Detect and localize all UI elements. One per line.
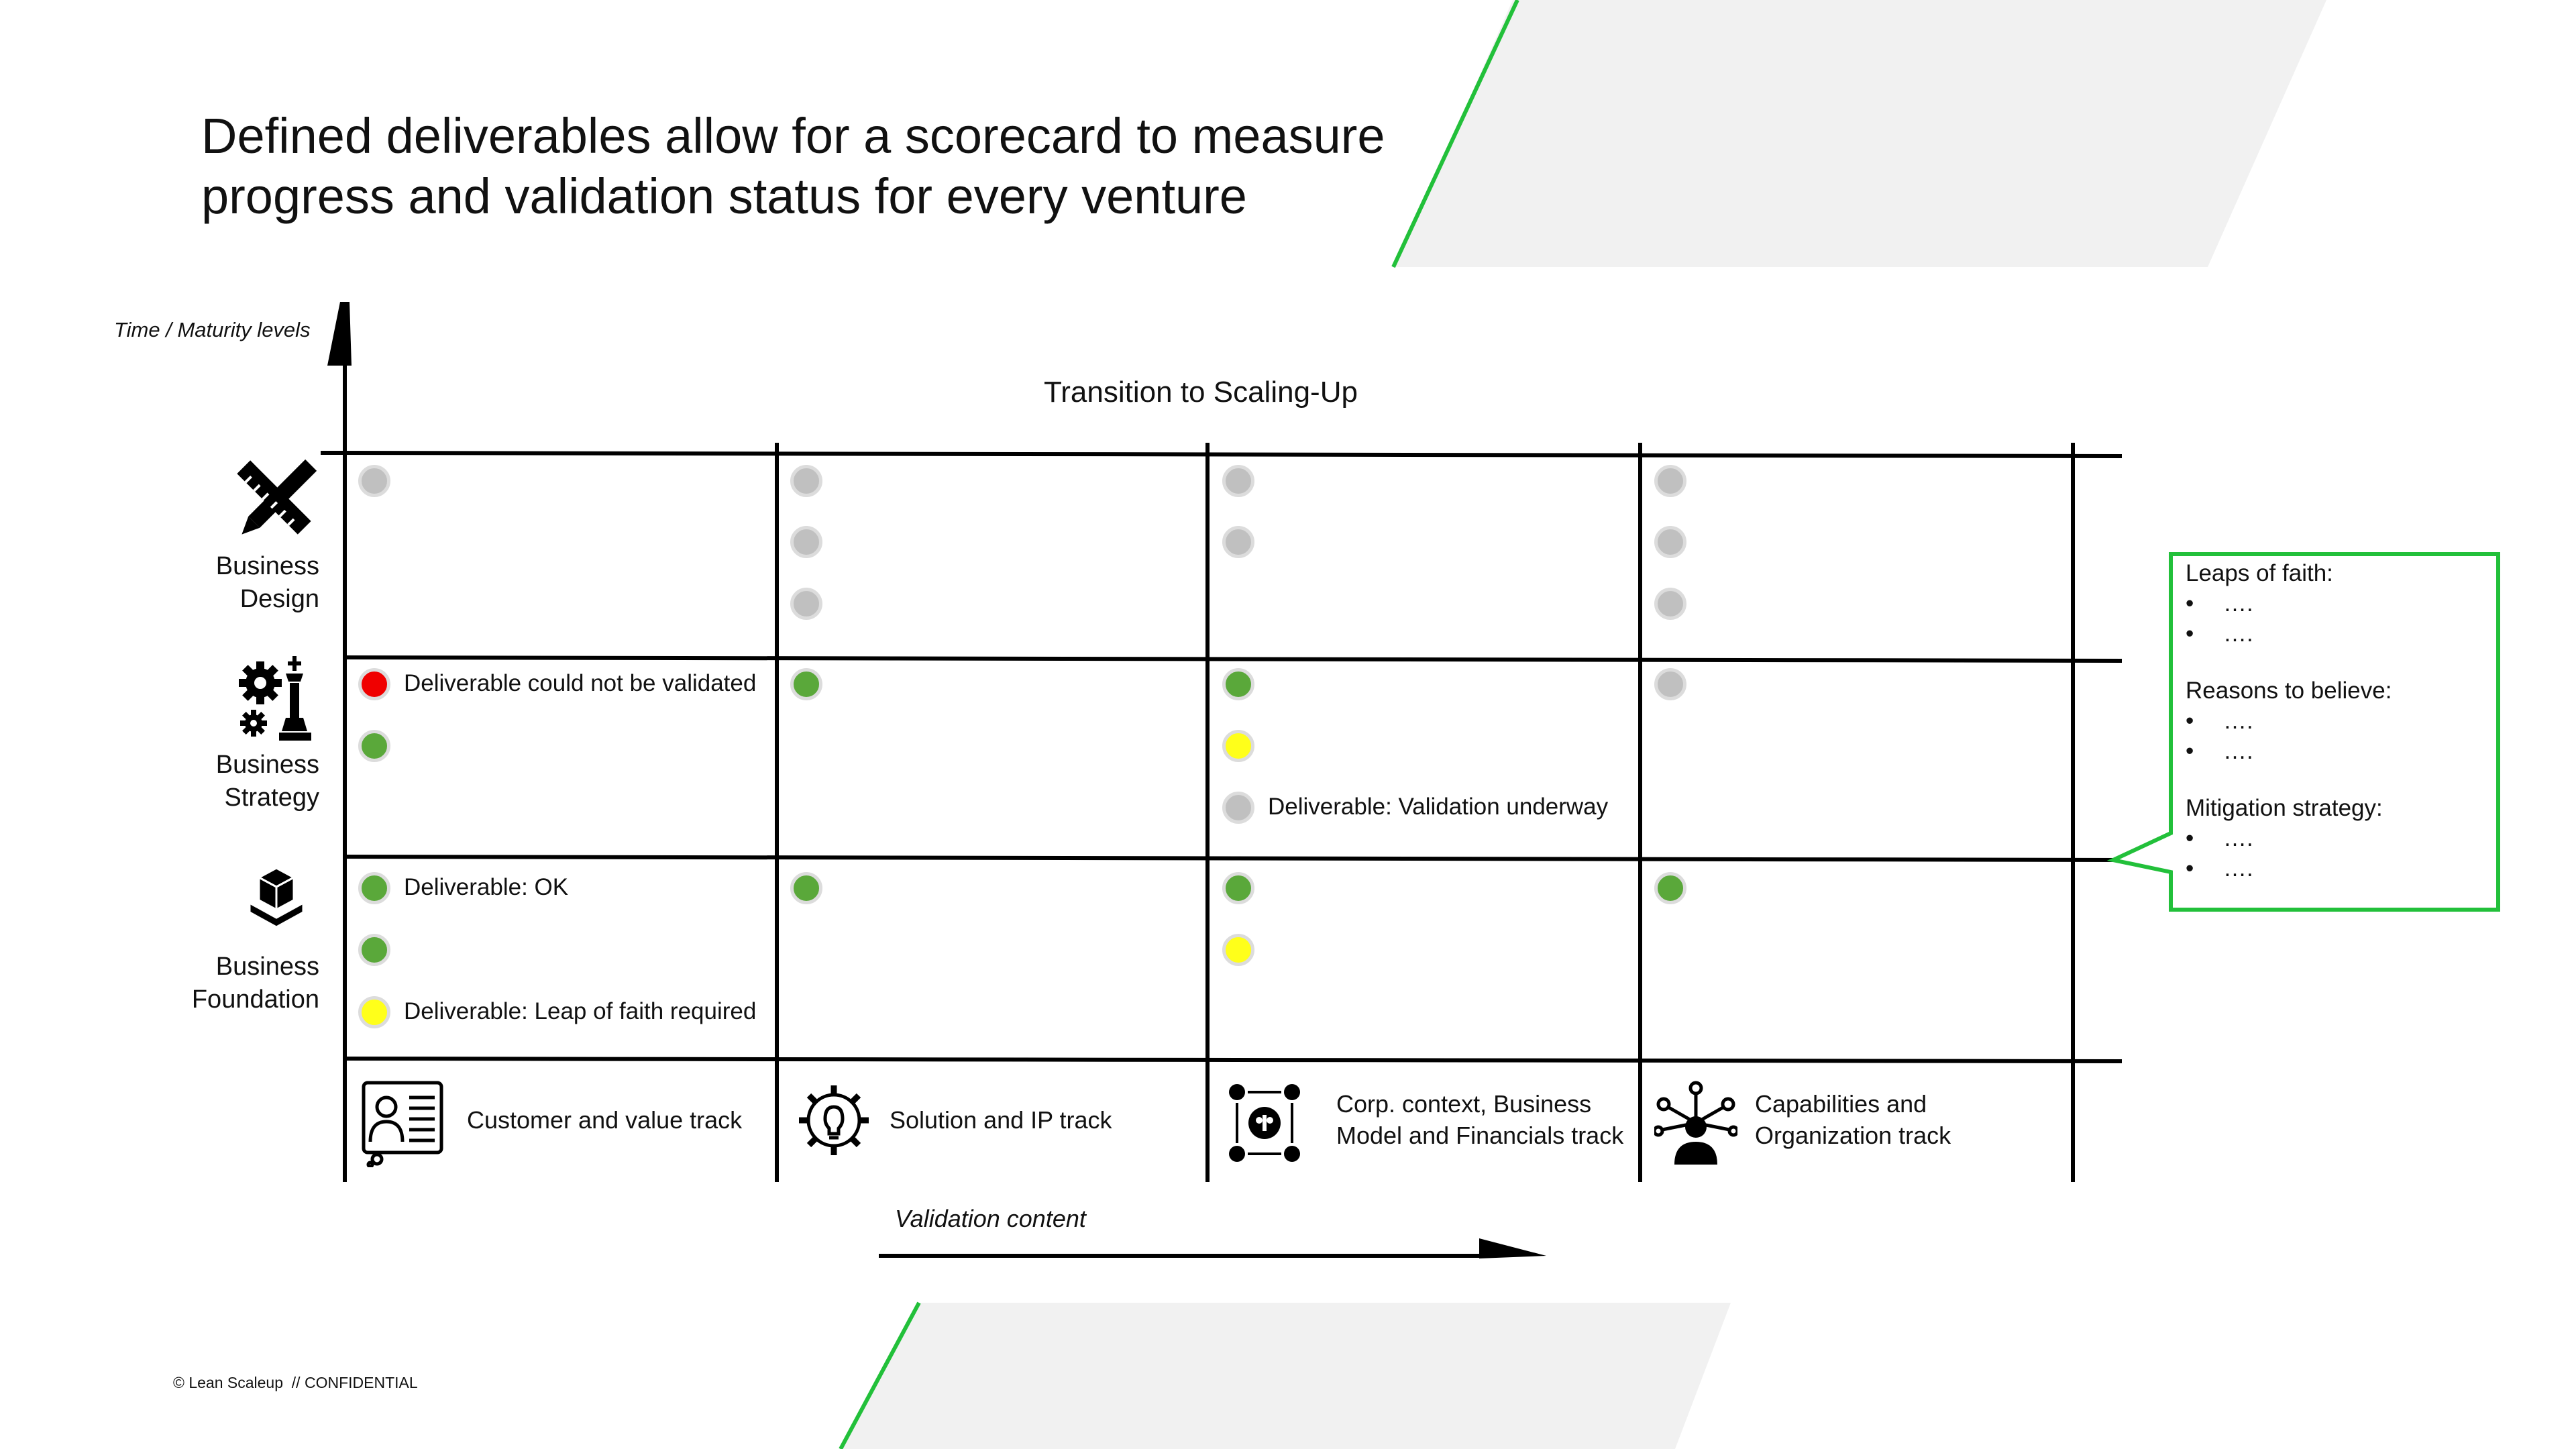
callout-heading-reasons: Reasons to believe: [2186,678,2392,704]
page-title: Defined deliverables allow for a scoreca… [201,108,1385,224]
y-axis-label: Time / Maturity levels [114,318,311,341]
callout-item: …. [2186,588,2486,619]
blocks-foundation-icon [243,865,310,932]
row-label-business-foundation: Business Foundation [191,953,319,1014]
status-dot-design-solution-1 [790,465,822,497]
status-dot-strategy-capabilities-1 [1654,668,1686,700]
status-dot-design-capabilities-1 [1654,465,1686,497]
callout-item: …. [2186,853,2486,883]
status-dot-design-solution-2 [790,526,822,558]
track-label-capabilities: Capabilities and Organization track [1755,1090,1951,1149]
organization-hub-icon [1654,1080,1737,1167]
status-dot-design-corp-1 [1222,465,1254,497]
status-dot-foundation-corp-2 [1222,934,1254,966]
callout-item: …. [2186,823,2486,853]
status-dot-foundation-corp-1 [1222,872,1254,904]
status-dot-design-capabilities-3 [1654,588,1686,620]
grid-line-2 [344,655,2123,663]
y-axis-arrowhead [327,302,352,366]
row-label-business-design: Business Design [215,552,319,613]
x-axis-arrowhead [1479,1238,1546,1258]
status-dot-foundation-customer-2 [358,934,390,966]
callout-list-reasons: …. …. [2186,706,2486,766]
callout-list-mitigation: …. …. [2186,823,2486,883]
legend-label-validation-underway: Deliverable: Validation underway [1268,794,1609,820]
status-dot-foundation-customer-3 [358,996,390,1028]
status-dot-strategy-customer-1 [358,668,390,700]
callout-item: …. [2186,619,2486,649]
status-dot-strategy-corp-3 [1222,792,1254,824]
status-dot-strategy-corp-2 [1222,730,1254,762]
bottom-decor-stripe [839,1301,921,1449]
status-dot-design-corp-2 [1222,526,1254,558]
top-header: Transition to Scaling-Up [1044,376,1358,409]
status-dot-foundation-capabilities-1 [1654,872,1686,904]
status-dot-design-customer-1 [358,465,390,497]
network-people-icon [1225,1080,1305,1167]
footer-confidential: © Lean Scaleup // CONFIDENTIAL [173,1374,418,1391]
callout-item: …. [2186,736,2486,766]
track-label-solution: Solution and IP track [890,1106,1112,1134]
x-axis-label: Validation content [895,1205,1086,1232]
bottom-decor-band [841,1303,1731,1449]
legend-label-ok: Deliverable: OK [404,874,569,900]
status-dot-strategy-solution-1 [790,668,822,700]
callout-box: Leaps of faith: …. …. Reasons to believe… [2160,550,2486,903]
status-dot-foundation-customer-1 [358,872,390,904]
legend-label-not-validated: Deliverable could not be validated [404,670,757,696]
grid-line-top [320,451,2123,458]
callout-heading-mitigation: Mitigation strategy: [2186,795,2383,821]
row-label-business-strategy: Business Strategy [215,751,319,812]
callout-list-leaps: …. …. [2186,588,2486,649]
callout-item: …. [2186,706,2486,736]
customer-profile-icon [361,1080,444,1167]
status-dot-design-capabilities-2 [1654,526,1686,558]
gear-lightbulb-icon [797,1081,871,1162]
top-decor-stripe [1391,0,1519,268]
status-dot-strategy-corp-1 [1222,668,1254,700]
track-label-corp: Corp. context, Business Model and Financ… [1336,1090,1624,1149]
status-dot-strategy-customer-2 [358,730,390,762]
gears-chess-icon [239,656,318,743]
top-decor-band [1395,0,2326,267]
grid-line-4 [344,1057,2123,1063]
callout-heading-leaps: Leaps of faith: [2186,560,2333,586]
legend-label-leap-of-faith: Deliverable: Leap of faith required [404,998,757,1024]
track-label-customer: Customer and value track [467,1106,743,1134]
status-dot-foundation-solution-1 [790,872,822,904]
grid-line-3 [344,855,2123,862]
status-dot-design-solution-3 [790,588,822,620]
pencil-ruler-icon [235,456,319,543]
